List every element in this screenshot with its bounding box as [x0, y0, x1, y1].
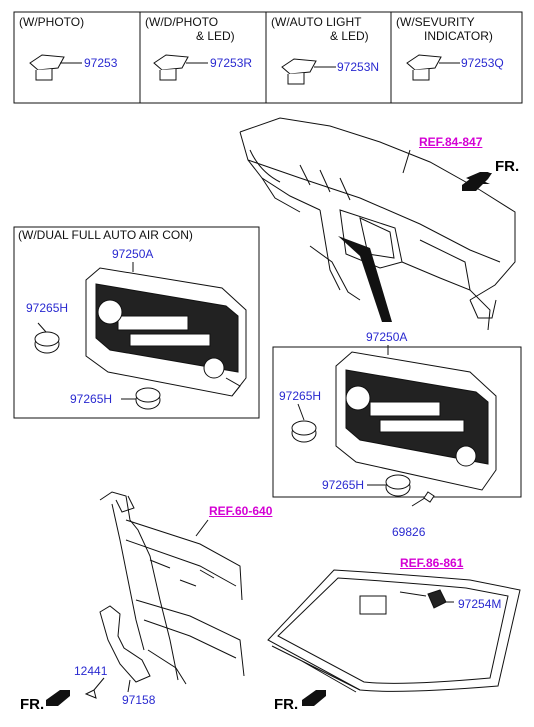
- glass-ref-leader: [399, 591, 427, 597]
- bracket-97158-label: 97158: [122, 693, 156, 707]
- table-header-security-line2: INDICATOR): [424, 29, 493, 43]
- dual-knob-bottom-97265h: 97265H: [70, 392, 113, 406]
- single-air-con-box: [272, 346, 522, 498]
- table-header-d-photo-line2: & LED): [196, 29, 235, 43]
- ref-dash: REF.84-847: [419, 135, 483, 149]
- single-assembly-97250a: 97250A: [366, 330, 408, 344]
- windshield: [267, 569, 521, 693]
- rain-sensor-97254m: [427, 589, 454, 609]
- fr-arrow-top: [462, 172, 492, 191]
- knob-single-top: [291, 403, 317, 443]
- screw-12441-label: 12441: [74, 664, 108, 678]
- dual-assembly-97250a: 97250A: [112, 247, 154, 261]
- photo-sensor-switch-1: [29, 54, 82, 81]
- photo-sensor-switch-4: [406, 54, 460, 81]
- ref-glass: REF.86-861: [400, 556, 464, 570]
- table-header-photo: (W/PHOTO): [19, 15, 85, 29]
- single-knob-bottom-97265h: 97265H: [322, 478, 365, 492]
- dash-ref-leader: [402, 149, 411, 174]
- table-header-auto-light: (W/AUTO LIGHT: [271, 15, 362, 29]
- ref-frame: REF.60-640: [209, 504, 273, 518]
- photo-sensor-switch-2: [153, 54, 208, 81]
- dash-leader-arrow: [338, 236, 392, 322]
- control-panel-dual: [85, 267, 247, 397]
- dual-box-title: (W/DUAL FULL AUTO AIR CON): [18, 228, 193, 242]
- fr-label-bottom-mid: FR.: [274, 696, 299, 713]
- screw-12441: [84, 677, 105, 699]
- knob-dual-bottom: [121, 387, 161, 410]
- fr-label-top: FR.: [495, 158, 520, 175]
- fr-arrow-bottom-mid: [302, 690, 326, 706]
- table-header-d-photo: (W/D/PHOTO: [145, 15, 219, 29]
- part-number-97253: 97253: [84, 56, 118, 70]
- knob-single-bottom: [367, 474, 411, 497]
- dual-knob-top-97265h: 97265H: [26, 301, 69, 315]
- knob-dual-top: [34, 322, 60, 354]
- dashboard-outline: [239, 117, 516, 331]
- control-panel-single: [335, 351, 497, 491]
- photo-sensor-switch-3: [281, 58, 336, 85]
- fr-label-bottom-left: FR.: [20, 696, 45, 713]
- screw-69826: [411, 491, 435, 507]
- table-header-auto-light-line2: & LED): [330, 29, 369, 43]
- switch-table-grid: [13, 11, 523, 104]
- front-end-frame: [99, 491, 245, 685]
- bracket-97158: [99, 605, 151, 693]
- frame-ref-leader: [195, 519, 209, 537]
- part-number-97253r: 97253R: [210, 56, 253, 70]
- screw-69826-label: 69826: [392, 525, 426, 539]
- table-header-security: (W/SEVURITY: [396, 15, 475, 29]
- part-number-97253q: 97253Q: [461, 56, 504, 70]
- single-knob-top-97265h: 97265H: [279, 389, 322, 403]
- sensor-97254m-label: 97254M: [458, 597, 502, 611]
- dual-air-con-box: [13, 226, 260, 419]
- fr-arrow-bottom-left: [46, 690, 70, 706]
- part-number-97253n: 97253N: [337, 60, 380, 74]
